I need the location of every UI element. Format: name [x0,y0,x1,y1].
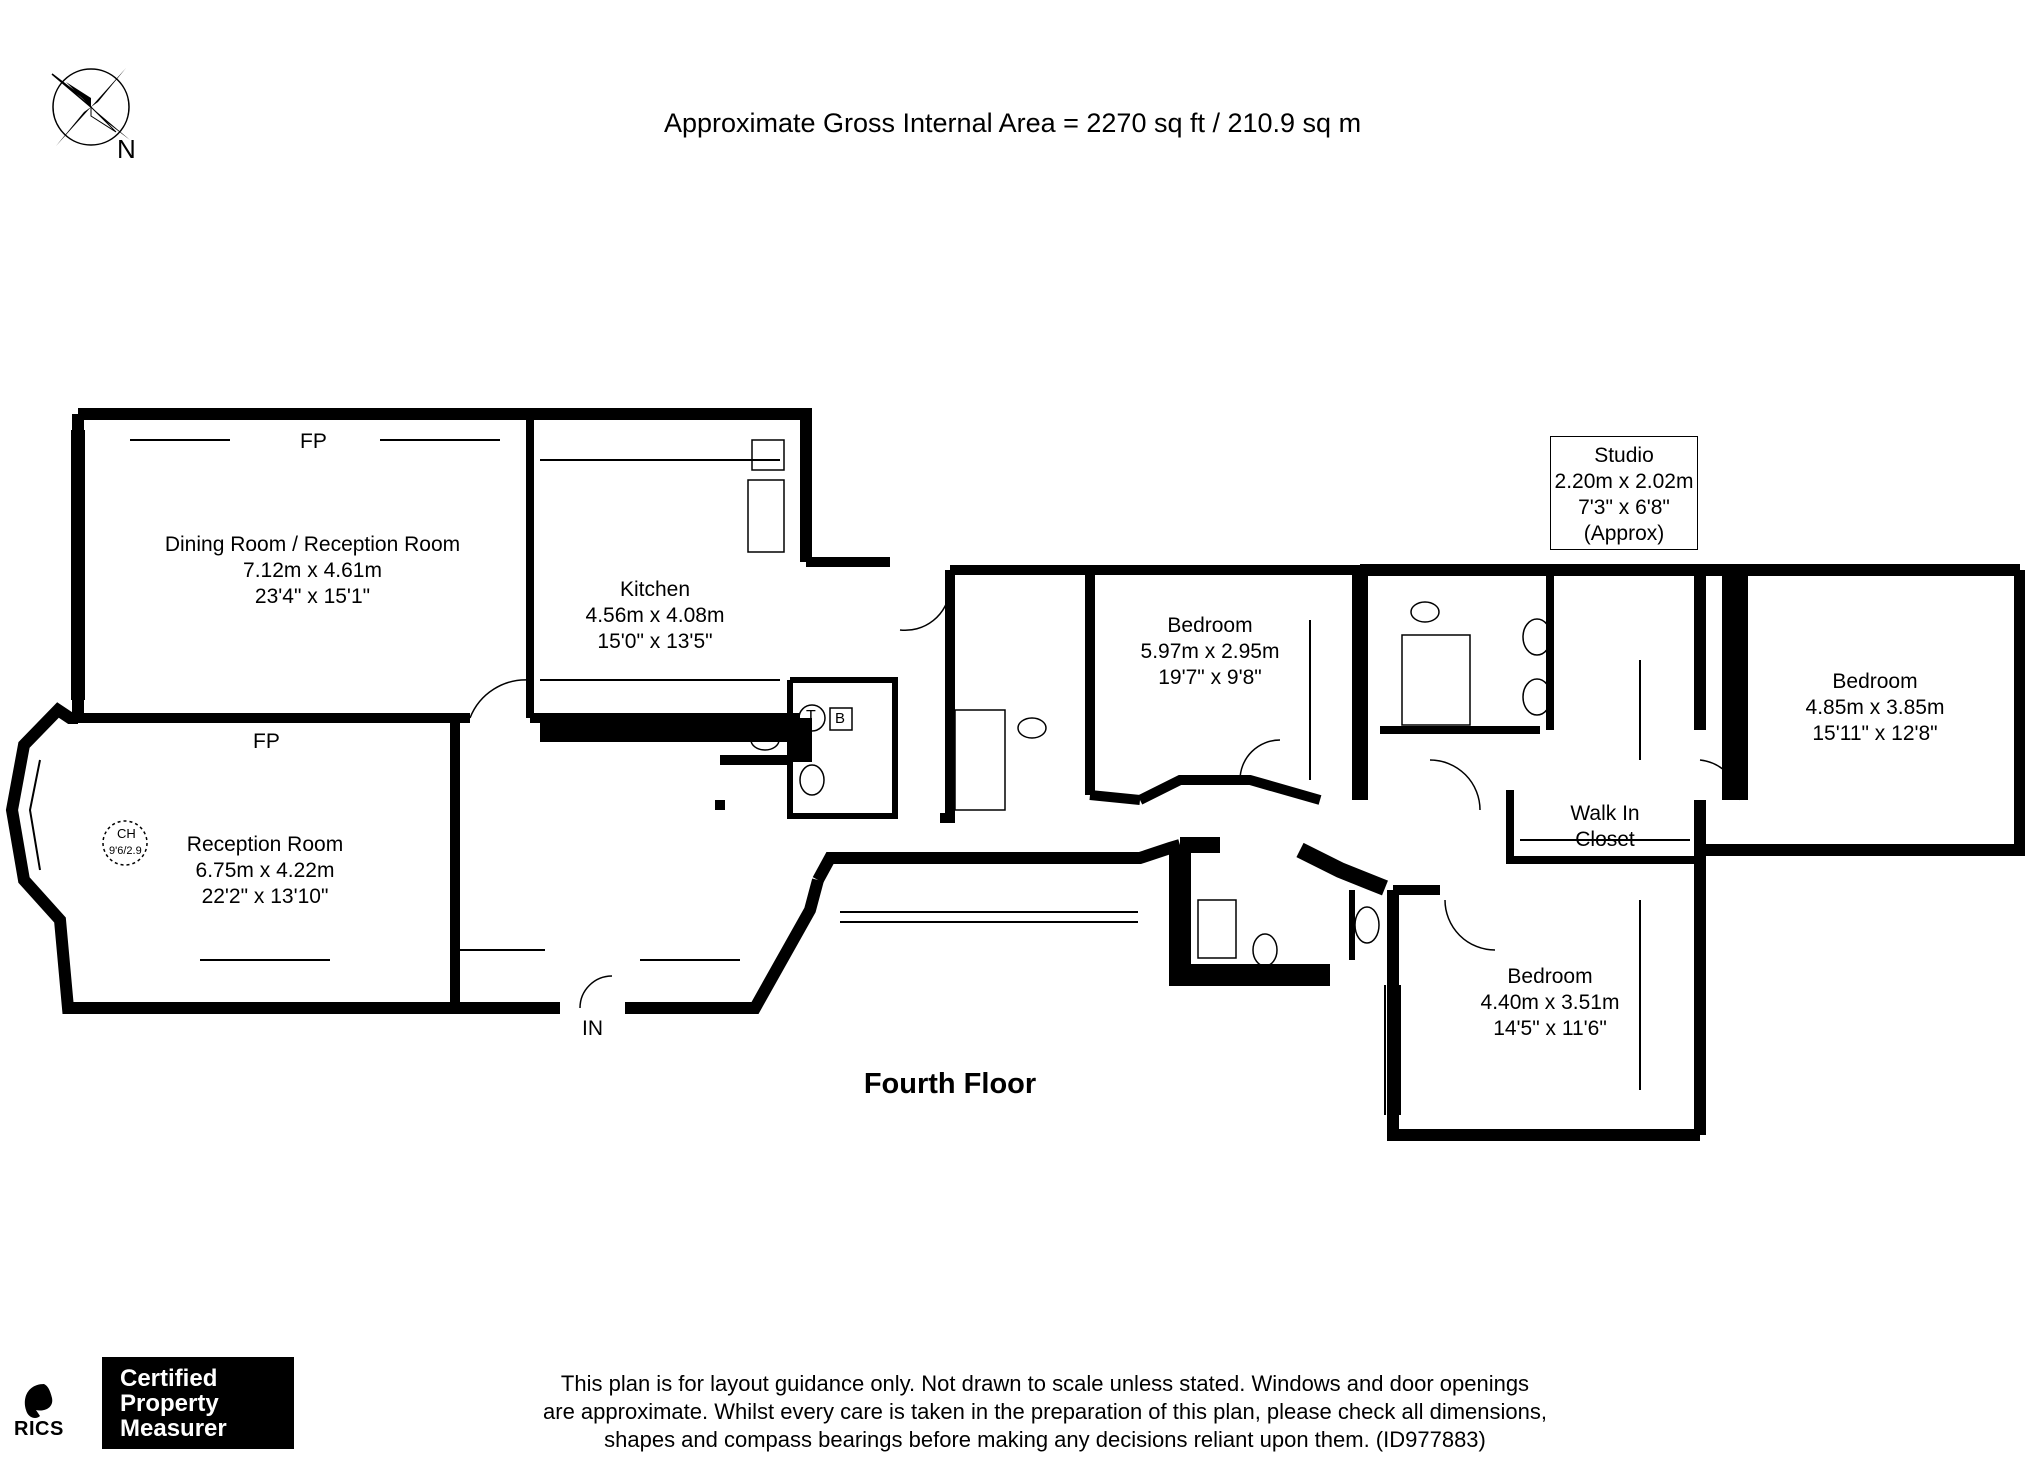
exterior-wall [940,570,955,823]
room-name: Dining Room / Reception Room [164,533,461,556]
badge-line-3: Measurer [120,1415,227,1442]
door-swing [1429,759,1481,811]
interior-wall [1180,837,1388,896]
room-note: (Approx) [1583,522,1665,545]
room-label-bedroom-1: Bedroom 5.97m x 2.95m 19'7" x 9'8" [1115,613,1305,691]
room-name: Bedroom [1507,965,1593,988]
room-name: Bedroom [1832,670,1918,693]
gross-internal-area-title: Approximate Gross Internal Area = 2270 s… [663,108,1362,138]
window [840,911,1138,923]
room-label-kitchen: Kitchen 4.56m x 4.08m 15'0" x 13'5" [560,577,750,655]
room-name: Studio [1594,444,1654,467]
toilet-icon [799,764,825,796]
fireplace-label-bottom: FP [253,730,280,753]
room-metric: 4.40m x 3.51m [1480,991,1620,1014]
disclaimer-line-3: shapes and compass bearings before makin… [604,1427,1486,1452]
room-metric: 5.97m x 2.95m [1140,640,1280,663]
floor-name: Fourth Floor [863,1068,1037,1100]
room-metric: 6.75m x 4.22m [195,859,335,882]
hob-icon [747,479,785,553]
exterior-wall [1700,570,2025,856]
room-imperial: 19'7" x 9'8" [1158,666,1262,689]
interior-wall [1506,790,1700,864]
door-swing [1239,739,1281,781]
ceiling-height-marker [102,820,148,866]
compass-rose-icon [51,68,130,146]
room-metric: 4.85m x 3.85m [1805,696,1945,719]
window [1384,985,1401,1115]
disclaimer-line-2: are approximate. Whilst every care is ta… [543,1399,1547,1424]
compass-north-label: N [117,134,136,164]
room-imperial: 7'3" x 6'8" [1578,496,1670,519]
room-label-bedroom-3: Bedroom 4.40m x 3.51m 14'5" x 11'6" [1455,964,1645,1042]
door-swing [469,679,531,719]
badge-line-1: Certified [120,1365,218,1392]
room-label-dining-reception: Dining Room / Reception Room 7.12m x 4.6… [150,532,475,610]
room-name: Reception Room [186,833,344,856]
exterior-wall [78,408,812,562]
interior-wall [787,677,898,819]
closet-line-2: Closet [1575,828,1635,851]
wardrobe [130,439,780,681]
badge-line-2: Property [120,1390,219,1417]
wardrobe [1309,620,1690,1090]
exterior-wall [1387,890,1700,1141]
room-label-reception: Reception Room 6.75m x 4.22m 22'2" x 13'… [150,832,380,910]
room-metric: 2.20m x 2.02m [1554,470,1694,493]
window [71,430,85,700]
door-swing [579,975,613,1009]
boiler-label: B [835,710,846,727]
shower-icon [1197,899,1237,959]
ceiling-height-value: 9'6/2.9 [109,845,142,857]
exterior-wall [625,878,824,1014]
room-name: Bedroom [1167,614,1253,637]
bay-window [10,744,41,881]
door-swing [899,589,951,632]
door-swing [1444,899,1496,951]
room-label-studio: Studio 2.20m x 2.02m 7'3" x 6'8" (Approx… [1550,436,1698,550]
shower-icon [1401,634,1471,726]
basin-icon [1522,678,1552,716]
window [2015,610,2025,810]
certified-property-measurer-badge: Certified Property Measurer [102,1357,294,1449]
room-imperial: 15'0" x 13'5" [597,630,713,653]
interior-wall [1089,790,1141,805]
room-imperial: 15'11" x 12'8" [1812,722,1938,745]
rics-lion-icon [24,1384,53,1418]
room-metric: 7.12m x 4.61m [243,559,382,582]
toilet-icon [1410,601,1440,623]
room-metric: 4.56m x 4.08m [585,604,725,627]
room-name: Kitchen [619,578,691,601]
room-imperial: 14'5" x 11'6" [1493,1017,1607,1040]
room-label-walk-in-closet: Walk In Closet [1555,801,1655,853]
room-label-bedroom-2: Bedroom 4.85m x 3.85m 15'11" x 12'8" [1780,669,1970,747]
fireplace-label-top: FP [300,430,327,453]
toilet-icon [1017,717,1047,739]
exterior-wall [812,839,1182,883]
shower-icon [954,709,1006,811]
disclaimer-line-1: This plan is for layout guidance only. N… [560,1371,1530,1396]
basin-icon [750,729,780,751]
ceiling-height-tag: CH [117,826,136,841]
closet-line-1: Walk In [1570,802,1640,825]
entrance-label: IN [582,1017,603,1040]
disclaimer-text: This plan is for layout guidance only. N… [440,1370,1650,1454]
tank-icon [798,704,826,732]
wardrobe [200,949,740,961]
interior-wall [1169,845,1330,986]
interior-wall [540,718,812,762]
room-imperial: 22'2" x 13'10" [201,885,329,908]
door-swing [1699,759,1741,801]
toilet-icon [1252,933,1278,967]
basin-icon [1354,906,1380,944]
interior-wall [1137,775,1322,805]
tank-label: T [806,708,816,725]
rics-logo-text: RICS [14,1418,64,1440]
basin-icon [1522,618,1552,656]
exterior-wall [715,755,790,810]
sink-icon [751,439,785,471]
boiler-icon [829,707,853,731]
room-imperial: 23'4" x 15'1" [254,585,371,608]
